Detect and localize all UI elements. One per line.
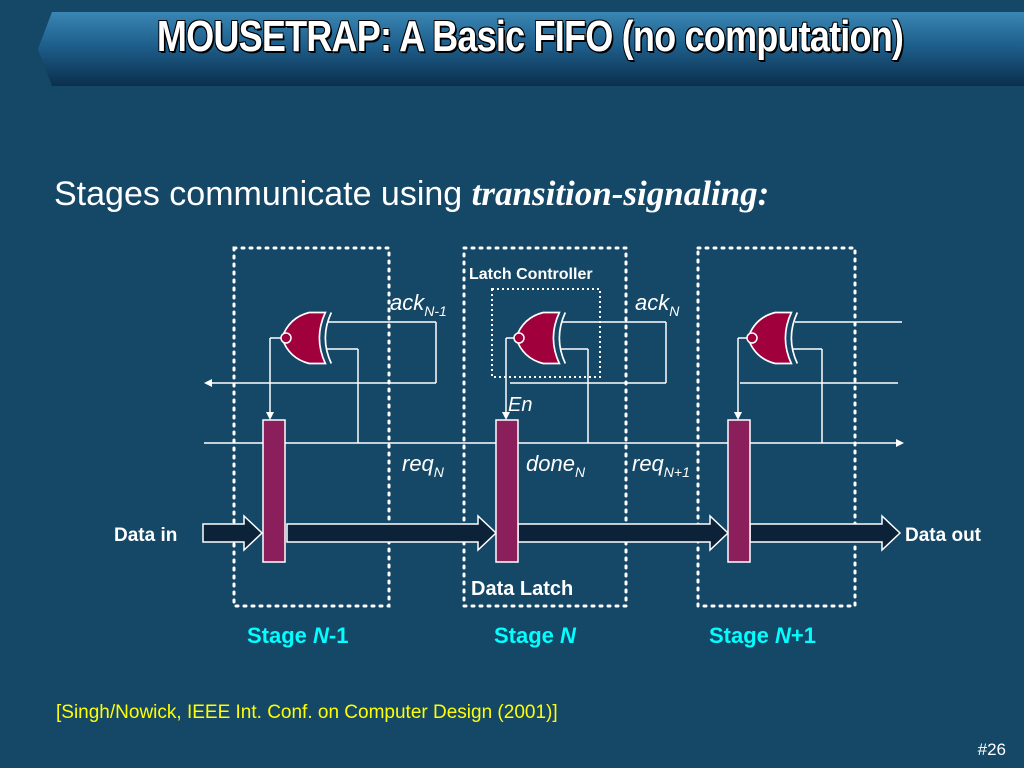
xnor-bubble-prev: [280, 332, 292, 344]
latch-controller-label: Latch Controller: [469, 266, 593, 283]
xnor-bubble-curr: [513, 332, 525, 344]
bullet-emphasis: transition-signaling:: [471, 174, 770, 213]
stage-box-prev: [232, 246, 391, 608]
latch-curr: [495, 419, 519, 563]
title-banner: [38, 12, 1024, 86]
citation: [Singh/Nowick, IEEE Int. Conf. on Comput…: [56, 702, 558, 723]
req-next-label: reqN+1: [632, 451, 690, 480]
en-label: En: [508, 394, 532, 416]
done-curr-label: doneN: [526, 451, 586, 480]
latch-controller-box: [491, 288, 601, 378]
bullet-text: Stages communicate using: [54, 175, 472, 213]
slide-title: MOUSETRAP: A Basic FIFO (no computation): [156, 12, 904, 61]
stage-box-next: [696, 246, 857, 608]
stage-label-prev: Stage N-1: [247, 623, 348, 648]
data-path: [202, 514, 902, 552]
ack-curr-label: ackN: [635, 290, 680, 319]
latch-prev: [262, 419, 286, 563]
ack-prev-label: ackN-1: [390, 290, 447, 319]
data-latch-label: Data Latch: [471, 578, 573, 600]
stage-label-curr: Stage N: [494, 623, 577, 648]
data-in-label: Data in: [114, 525, 177, 546]
page-number: #26: [977, 740, 1006, 759]
latch-next: [727, 419, 751, 563]
xnor-bubble-next: [746, 332, 758, 344]
bullet-line: Stages communicate using transition-sign…: [54, 174, 769, 214]
req-curr-label: reqN: [402, 451, 445, 480]
stage-box-curr: [462, 246, 628, 608]
data-out-label: Data out: [905, 525, 982, 546]
stage-label-next: Stage N+1: [709, 623, 816, 648]
